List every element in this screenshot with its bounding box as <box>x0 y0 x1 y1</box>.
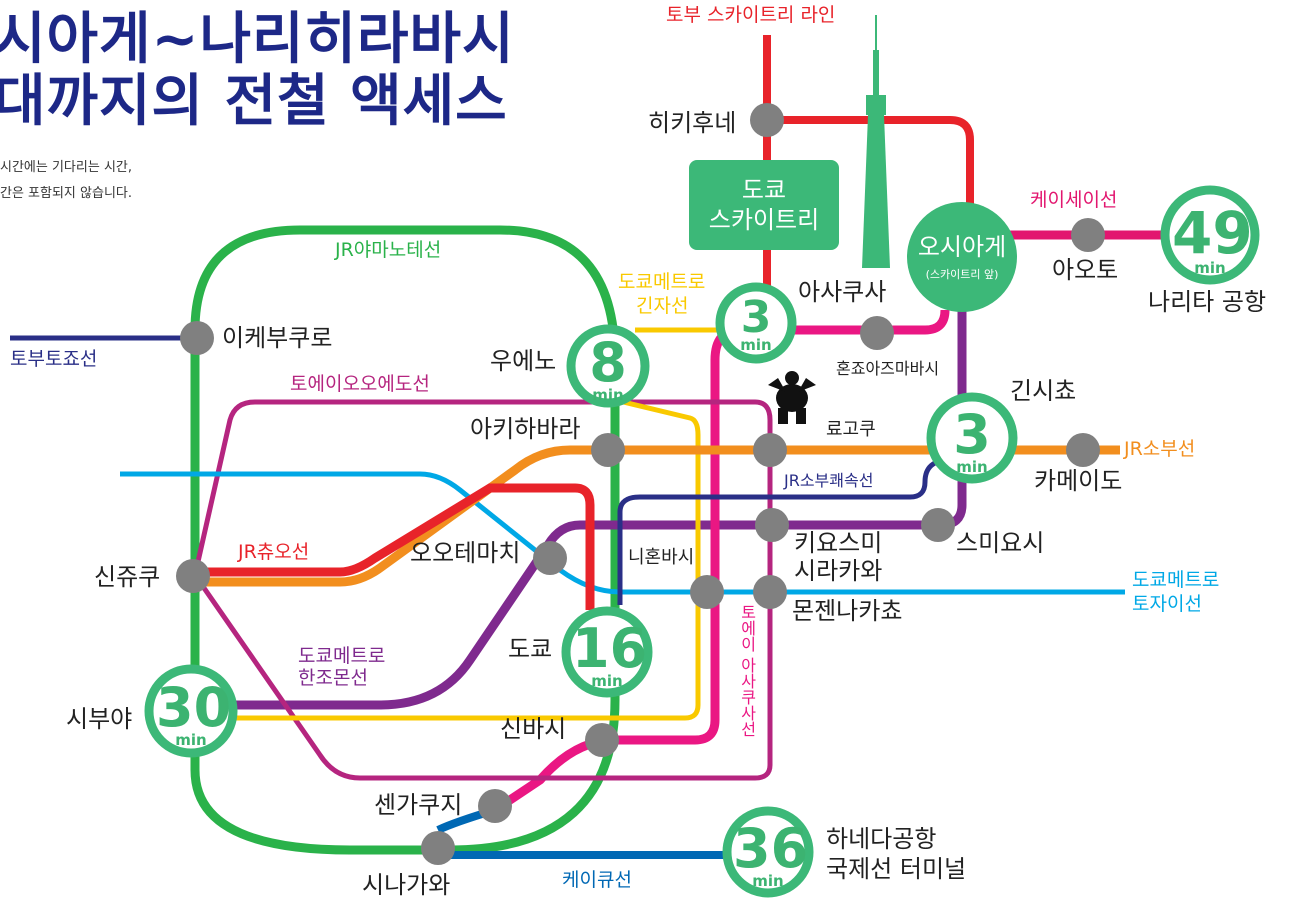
line-label-asakusa: 토에이 아사쿠사선 <box>737 604 757 738</box>
station-dot-sengakuji[interactable] <box>478 789 512 823</box>
asakusa-line <box>492 309 950 814</box>
oshiage-sub: (스카이트리 앞) <box>925 268 999 281</box>
badge-haneda[interactable] <box>722 806 814 898</box>
station-dot-monzen[interactable] <box>753 575 787 609</box>
station-dot-akihabara[interactable] <box>591 433 625 467</box>
station-dot-nihonbashi[interactable] <box>690 575 724 609</box>
note-line1: 시간에는 기다리는 시간, <box>0 160 132 175</box>
chuo-line <box>195 483 595 610</box>
line-label-ginza-1: 도쿄메트로 <box>618 271 706 293</box>
badge-asakusa[interactable] <box>715 282 797 364</box>
line-label-tobu-tojo: 토부토죠선 <box>10 348 98 370</box>
line-label-yamanote: JR야마노테선 <box>335 239 442 261</box>
station-asakusa[interactable]: 아사쿠사 <box>798 278 887 306</box>
line-label-oedo: 토에이오오에도선 <box>290 373 430 395</box>
badge-ueno[interactable] <box>566 324 650 408</box>
sumo-wrestler-icon <box>768 371 816 424</box>
station-kameido[interactable]: 카메이도 <box>1034 467 1123 495</box>
note-line2: 간은 포함되지 않습니다. <box>0 186 132 201</box>
station-kinshicho[interactable]: 긴시쵸 <box>1010 377 1077 405</box>
page-title-line2: 대까지의 전철 액세스 <box>0 69 508 134</box>
page-title-line1: 시아게~나리히라바시 <box>0 7 515 72</box>
ginza-line <box>195 327 720 721</box>
line-label-tobu-skytree: 토부 스카이트리 라인 <box>666 4 836 26</box>
station-dot-sumiyoshi[interactable] <box>921 508 955 542</box>
station-otemachi[interactable]: 오오테마치 <box>410 539 521 567</box>
skytree-station-box[interactable]: 도쿄 스카이트리 <box>689 160 839 250</box>
station-ikebukuro[interactable]: 이케부쿠로 <box>222 324 333 352</box>
station-haneda-2[interactable]: 국제선 터미널 <box>826 855 967 883</box>
line-label-tozai-2: 토자이선 <box>1132 593 1202 615</box>
station-dot-ikebukuro[interactable] <box>180 321 214 355</box>
station-shinbashi[interactable]: 신바시 <box>500 715 567 743</box>
station-dot-aoto[interactable] <box>1071 218 1105 252</box>
station-dots <box>176 103 1105 865</box>
station-haneda-1[interactable]: 하네다공항 <box>826 825 937 853</box>
line-label-hanzomon-1: 도쿄메트로 <box>298 645 386 667</box>
station-monzen[interactable]: 몬젠나카쵸 <box>792 597 903 625</box>
hanzomon-line <box>190 258 967 710</box>
minute-badges <box>144 185 1260 898</box>
station-kiyosumi[interactable]: 키요스미 <box>794 529 883 557</box>
station-narita[interactable]: 나리타 공항 <box>1148 288 1267 316</box>
station-hikifune[interactable]: 히키후네 <box>648 109 737 137</box>
station-shinagawa[interactable]: 시나가와 <box>362 871 451 899</box>
station-dot-shinbashi[interactable] <box>585 723 619 757</box>
station-nihonbashi[interactable]: 니혼바시 <box>628 547 695 568</box>
yamanote-line <box>190 225 620 855</box>
station-sengakuji[interactable]: 센가쿠지 <box>374 791 463 819</box>
station-honjo[interactable]: 혼죠아즈마바시 <box>836 359 940 378</box>
line-label-sobu: JR소부선 <box>1124 438 1196 460</box>
station-ueno[interactable]: 우에노 <box>490 347 557 375</box>
station-aoto[interactable]: 아오토 <box>1052 256 1119 284</box>
badge-narita[interactable] <box>1160 185 1260 285</box>
station-dot-honjo[interactable] <box>860 316 894 350</box>
sobu-rapid-line <box>617 457 951 605</box>
station-shibuya[interactable]: 시부야 <box>66 705 133 733</box>
oshiage-circle[interactable] <box>907 202 1017 312</box>
station-shirakawa[interactable]: 시라카와 <box>794 557 883 585</box>
line-label-keikyu: 케이큐선 <box>562 869 632 891</box>
skytree-label-1: 도쿄 <box>741 176 787 204</box>
line-label-keisei: 케이세이선 <box>1030 189 1118 211</box>
skytree-label-2: 스카이트리 <box>708 206 820 234</box>
badge-kinshicho[interactable] <box>926 392 1018 484</box>
station-tokyo[interactable]: 도쿄 <box>508 635 553 663</box>
skytree-tower-icon <box>862 15 890 268</box>
oshiage-label: 오시아게 (스카이트리 앞) <box>906 205 1018 309</box>
station-ryogoku[interactable]: 료고쿠 <box>826 419 876 440</box>
station-dot-shinagawa[interactable] <box>421 831 455 865</box>
station-shinjuku[interactable]: 신쥬쿠 <box>94 563 161 591</box>
line-label-chuo: JR츄오선 <box>238 541 310 563</box>
station-dot-otemachi[interactable] <box>533 541 567 575</box>
station-dot-ryogoku[interactable] <box>753 433 787 467</box>
badge-tokyo[interactable] <box>561 606 653 698</box>
line-label-tozai-1: 도쿄메트로 <box>1132 569 1220 591</box>
line-label-hanzomon-2: 한조몬선 <box>298 667 368 689</box>
line-label-sobu-rapid: JR소부쾌속선 <box>784 471 874 490</box>
station-akihabara[interactable]: 아키하바라 <box>470 415 581 443</box>
line-label-ginza-2: 긴자선 <box>636 295 689 317</box>
station-dot-kiyosumi[interactable] <box>755 508 789 542</box>
station-dot-shinjuku[interactable] <box>176 559 210 593</box>
station-dot-kameido[interactable] <box>1066 433 1100 467</box>
station-sumiyoshi[interactable]: 스미요시 <box>956 529 1045 557</box>
badge-shibuya[interactable] <box>144 664 238 758</box>
station-dot-hikifune[interactable] <box>750 103 784 137</box>
oshiage-name: 오시아게 <box>917 233 1007 261</box>
